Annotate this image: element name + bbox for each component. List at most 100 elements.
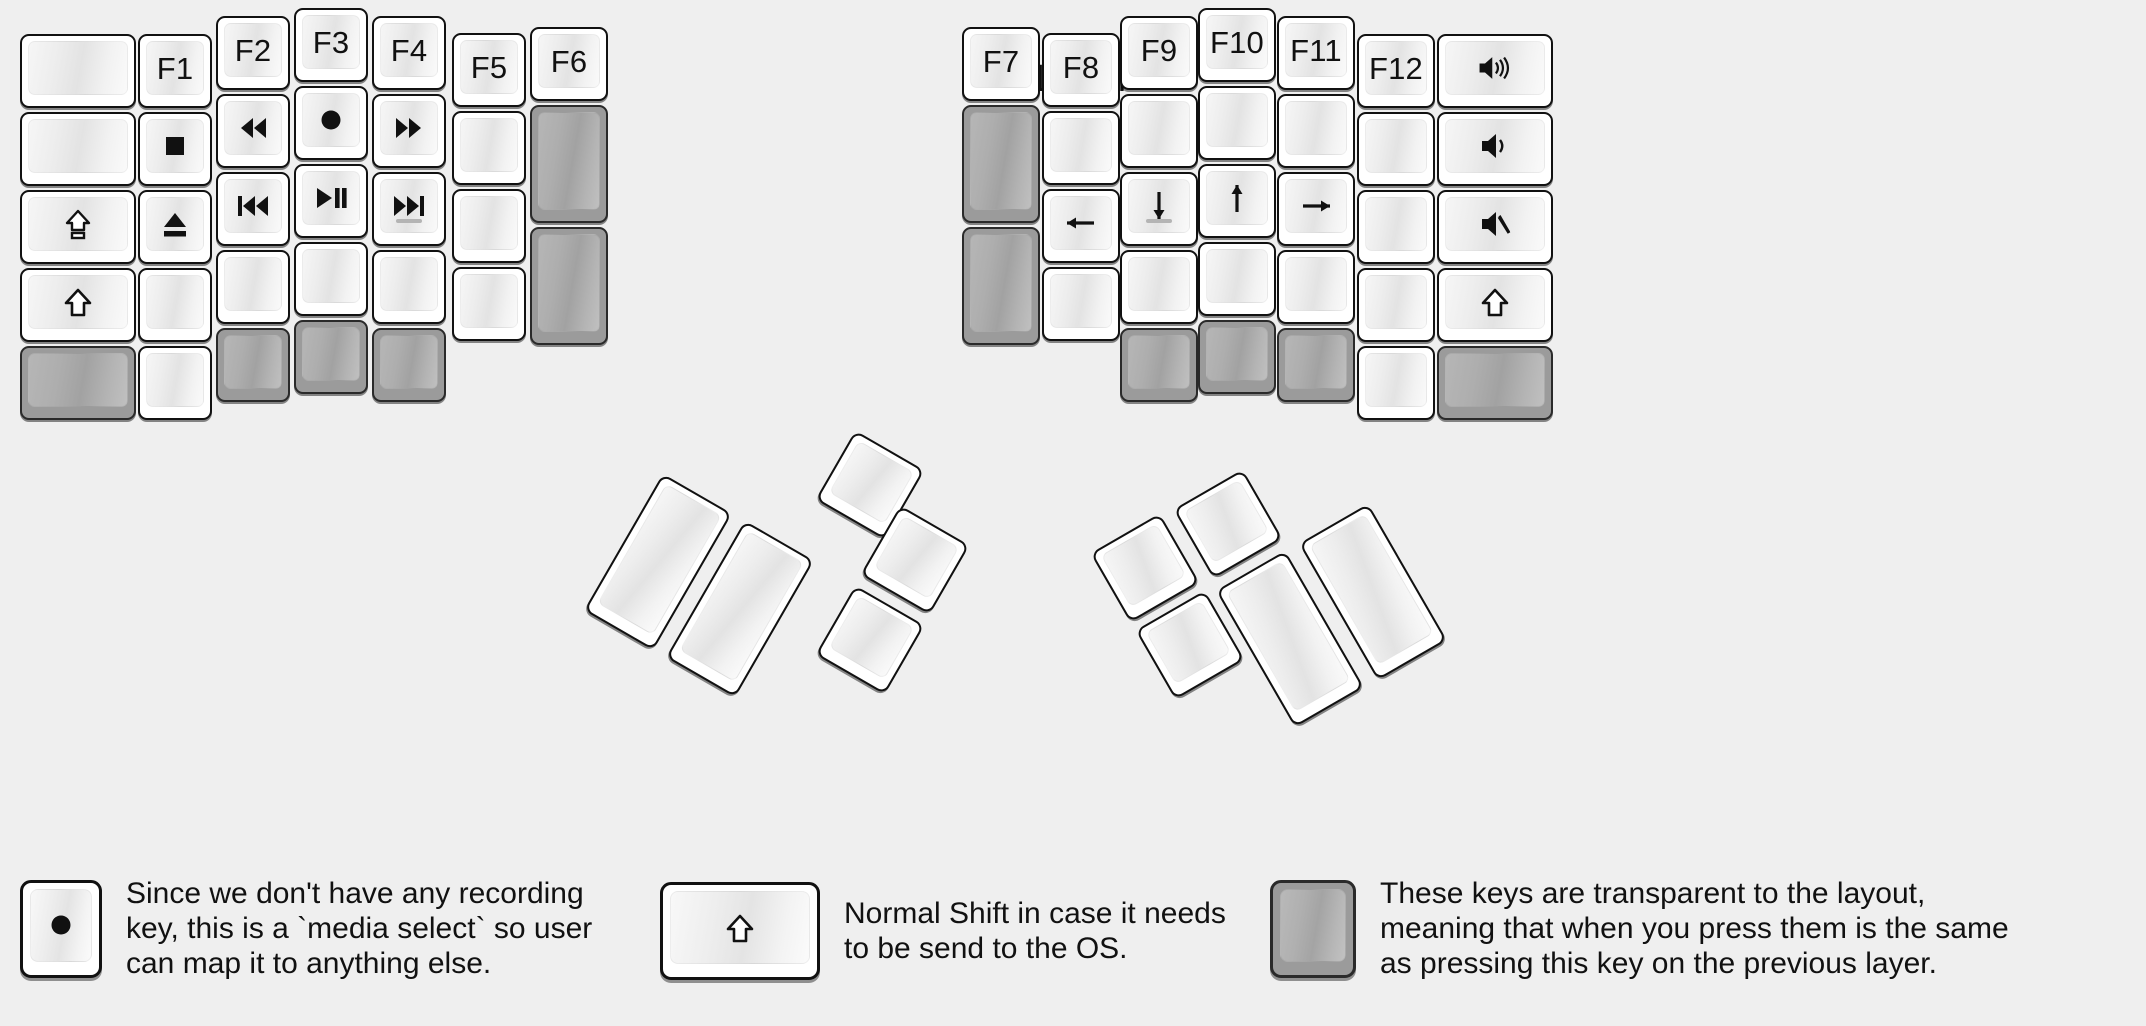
- keycap-surface: [1280, 888, 1346, 962]
- key-transparent[interactable]: [962, 105, 1040, 223]
- key-legend: F2: [234, 32, 272, 68]
- key-legend: F12: [1368, 50, 1424, 86]
- key-blank[interactable]: [294, 242, 368, 316]
- key-media-record[interactable]: [294, 86, 368, 160]
- keycap-surface: F2: [224, 23, 282, 77]
- key-f12[interactable]: F12: [1357, 34, 1435, 108]
- keycap-surface: [1050, 274, 1112, 328]
- key-shift[interactable]: [20, 268, 136, 342]
- key-blank[interactable]: [138, 346, 212, 420]
- keycap-surface: [28, 119, 128, 173]
- key-blank[interactable]: [1357, 112, 1435, 186]
- key-blank[interactable]: [138, 268, 212, 342]
- key-blank[interactable]: [1277, 94, 1355, 168]
- keycap-surface: [380, 101, 438, 155]
- key-f4[interactable]: F4: [372, 16, 446, 90]
- key-blank[interactable]: [1357, 346, 1435, 420]
- key-blank[interactable]: [1357, 190, 1435, 264]
- keycap-surface: [224, 179, 282, 233]
- key-media-rewind[interactable]: [216, 94, 290, 168]
- key-blank[interactable]: [452, 189, 526, 263]
- homing-bar: [396, 219, 422, 223]
- key-caps-lock[interactable]: [20, 190, 136, 264]
- keycap-surface: [380, 179, 438, 233]
- key-media-previous-track[interactable]: [216, 172, 290, 246]
- keycap-surface: F1: [146, 41, 204, 95]
- key-blank[interactable]: [1357, 268, 1435, 342]
- key-transparent[interactable]: [530, 227, 608, 345]
- key-f5[interactable]: F5: [452, 33, 526, 107]
- keycap-surface: [873, 515, 960, 600]
- keycap-surface: [1128, 101, 1190, 155]
- key-f10[interactable]: F10: [1198, 8, 1276, 82]
- key-arrow-right[interactable]: [1277, 172, 1355, 246]
- keycap-surface: [302, 93, 360, 147]
- volume-mute-icon: [1475, 204, 1515, 244]
- keycap-surface: [1285, 257, 1347, 311]
- key-media-next-track[interactable]: [372, 172, 446, 246]
- key-volume-mute[interactable]: [1437, 190, 1553, 264]
- key-blank[interactable]: [1120, 94, 1198, 168]
- key-transparent[interactable]: [294, 320, 368, 394]
- key-transparent[interactable]: [216, 328, 290, 402]
- keycap-surface: [1145, 600, 1232, 685]
- key-transparent[interactable]: [20, 346, 136, 420]
- note-shift-key-note: Normal Shift in case it needs to be send…: [660, 882, 1226, 980]
- keycap-surface: F4: [380, 23, 438, 77]
- keycap-surface: [28, 353, 128, 407]
- key-transparent[interactable]: [962, 227, 1040, 345]
- key-media-play-pause[interactable]: [294, 164, 368, 238]
- key-blank[interactable]: [452, 267, 526, 341]
- key-transparent[interactable]: [1437, 346, 1553, 420]
- keycap-surface: [146, 197, 204, 251]
- key-media-fast-forward[interactable]: [372, 94, 446, 168]
- key-blank[interactable]: [216, 250, 290, 324]
- key-transparent[interactable]: [1120, 328, 1198, 402]
- key-blank[interactable]: [1042, 111, 1120, 185]
- key-f9[interactable]: F9: [1120, 16, 1198, 90]
- keycap-surface: [224, 257, 282, 311]
- key-shift[interactable]: [1437, 268, 1553, 342]
- key-blank[interactable]: [1198, 242, 1276, 316]
- key-f8[interactable]: F8: [1042, 33, 1120, 107]
- key-blank[interactable]: [20, 112, 136, 186]
- key-f11[interactable]: F11: [1277, 16, 1355, 90]
- keycap-surface: [1128, 335, 1190, 389]
- key-blank[interactable]: [1042, 267, 1120, 341]
- note-key-transparent: [1270, 879, 1356, 978]
- arrow-right-icon: [1296, 186, 1336, 226]
- key-media-stop[interactable]: [138, 112, 212, 186]
- keycap-surface: F7: [970, 34, 1032, 88]
- key-arrow-left[interactable]: [1042, 189, 1120, 263]
- key-blank[interactable]: [1277, 250, 1355, 324]
- note-text: These keys are transparent to the layout…: [1380, 877, 2009, 981]
- key-f7[interactable]: F7: [962, 27, 1040, 101]
- key-f3[interactable]: F3: [294, 8, 368, 82]
- key-transparent[interactable]: [372, 328, 446, 402]
- key-blank[interactable]: [452, 111, 526, 185]
- key-blank[interactable]: [372, 250, 446, 324]
- key-blank[interactable]: [1198, 86, 1276, 160]
- keycap-surface: [828, 595, 915, 680]
- media-stop-icon: [155, 126, 195, 166]
- key-arrow-down[interactable]: [1120, 172, 1198, 246]
- note-text: Normal Shift in case it needs to be send…: [844, 896, 1226, 965]
- key-blank[interactable]: [20, 34, 136, 108]
- keycap-surface: F6: [538, 34, 600, 88]
- keycap-surface: [1050, 118, 1112, 172]
- key-f6[interactable]: F6: [530, 27, 608, 101]
- keycap-surface: [1128, 257, 1190, 311]
- key-transparent[interactable]: [530, 105, 608, 223]
- key-f1[interactable]: F1: [138, 34, 212, 108]
- key-transparent[interactable]: [1198, 320, 1276, 394]
- key-blank[interactable]: [1120, 250, 1198, 324]
- key-arrow-up[interactable]: [1198, 164, 1276, 238]
- key-volume-up[interactable]: [1437, 34, 1553, 108]
- keycap-surface: [302, 327, 360, 381]
- key-transparent[interactable]: [1277, 328, 1355, 402]
- key-f2[interactable]: F2: [216, 16, 290, 90]
- key-volume-down[interactable]: [1437, 112, 1553, 186]
- key-media-eject[interactable]: [138, 190, 212, 264]
- media-previous-track-icon: [233, 186, 273, 226]
